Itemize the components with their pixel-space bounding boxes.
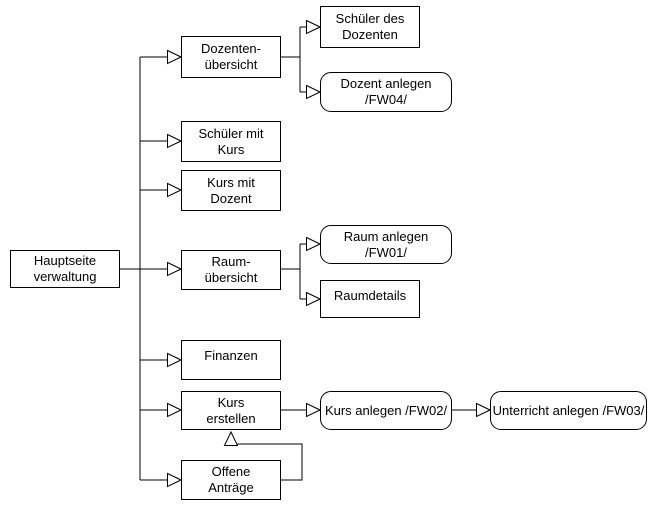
- node-dozent-anlegen-fw04[interactable]: Dozent anlegen /FW04/: [320, 72, 452, 112]
- node-raumuebersicht[interactable]: Raum- übersicht: [181, 250, 281, 290]
- node-raum-anlegen-fw01[interactable]: Raum anlegen /FW01/: [320, 225, 452, 264]
- edge-offene-kurs-erstellen: [231, 432, 303, 481]
- node-unterricht-anlegen-fw03[interactable]: Unterricht anlegen /FW03/: [490, 391, 647, 430]
- node-schueler-des-dozenten[interactable]: Schüler des Dozenten: [320, 6, 420, 48]
- node-offene-antraege[interactable]: Offene Anträge: [181, 460, 281, 500]
- node-kurs-mit-dozent[interactable]: Kurs mit Dozent: [181, 170, 281, 211]
- node-finanzen[interactable]: Finanzen: [181, 340, 281, 380]
- node-dozentenuebersicht[interactable]: Dozenten- übersicht: [181, 36, 281, 78]
- node-kurs-anlegen-fw02[interactable]: Kurs anlegen /FW02/: [320, 391, 452, 430]
- node-raumdetails[interactable]: Raumdetails: [320, 280, 420, 318]
- node-schueler-mit-kurs[interactable]: Schüler mit Kurs: [181, 121, 281, 162]
- node-hauptseite-verwaltung[interactable]: Hauptseite verwaltung: [10, 250, 120, 288]
- node-kurs-erstellen[interactable]: Kurs erstellen: [181, 391, 281, 430]
